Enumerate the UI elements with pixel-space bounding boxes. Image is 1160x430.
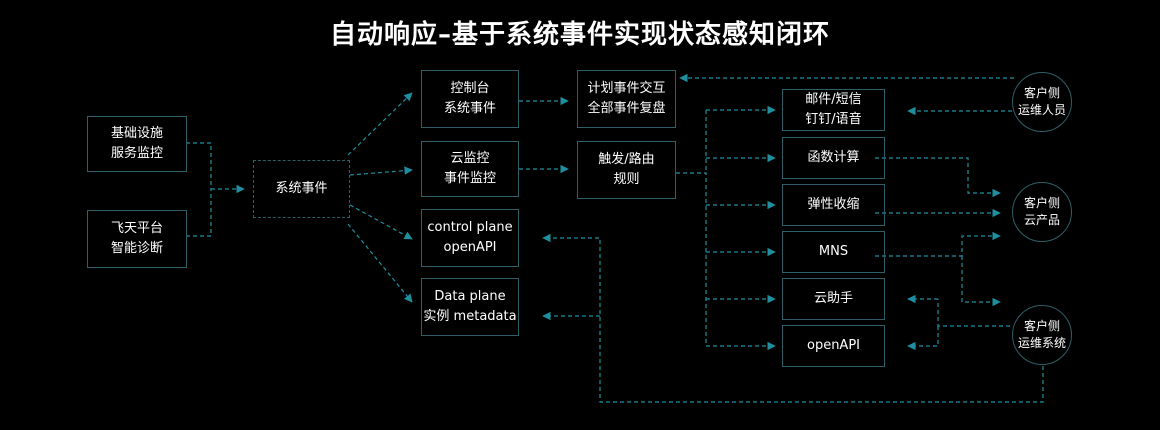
customer-product-line2: 云产品 [1023,213,1060,227]
channel-console-line1: 控制台 [450,81,490,96]
customer-ops-line1: 客户侧 [1023,86,1060,100]
customer-ops-staff: 客户侧 运维人员 [1012,72,1072,132]
channel-data-plane-line1: Data plane [434,289,506,304]
connector-mns-to-system [961,256,1001,307]
target-fc-label: 函数计算 [807,150,860,165]
connector-fc-to-product [875,157,1001,198]
channel-cloudmonitor-line2: 事件监控 [443,171,496,186]
source-feitian-line1: 飞天平台 [110,221,163,236]
source-infra-line1: 基础设施 [110,126,163,141]
diagram-title: 自动响应–基于系统事件实现状态感知闭环 [329,20,830,50]
target-mns: MNS [782,231,885,273]
connector-event-to-dataplane [347,223,413,303]
source-feitian-diagnosis: 飞天平台 智能诊断 [87,210,187,268]
system-event-label: 系统事件 [275,181,328,196]
connector-system-branch [937,299,1010,327]
channel-cloudmonitor-line1: 云监控 [450,151,490,166]
source-infra-line2: 服务监控 [110,146,163,161]
source-feitian-line2: 智能诊断 [110,241,163,256]
customer-system-line2: 运维系统 [1017,336,1066,350]
connector-event-to-console [347,92,413,156]
target-notify-line1: 邮件/短信 [805,92,862,107]
channel-console-line2: 系统事件 [443,101,496,116]
channel-console: 控制台 系统事件 [421,70,519,128]
customer-cloud-product: 客户侧 云产品 [1012,182,1072,242]
target-elastic-scaling: 弹性收缩 [782,184,885,226]
target-notify-line2: 钉钉/语音 [805,112,862,127]
connector-system-loop [542,233,1044,403]
target-openapi-label: openAPI [806,338,860,353]
target-cloud-assistant: 云助手 [782,278,885,320]
connector-rule-bus [676,172,707,346]
target-assistant-label: 云助手 [813,291,853,306]
channel-data-plane: Data plane 实例 metadata [421,278,519,336]
process-plan-events: 计划事件交互 全部事件复盘 [577,70,676,128]
target-function-compute: 函数计算 [782,137,885,179]
process-plan-line1: 计划事件交互 [587,81,666,96]
channel-cloudmonitor: 云监控 事件监控 [421,141,519,197]
target-mns-label: MNS [818,244,849,259]
process-plan-line2: 全部事件复盘 [587,101,666,116]
connector-event-to-cloudmonitor [349,166,413,176]
process-rule-line2: 规则 [613,172,640,187]
target-notify: 邮件/短信 钉钉/语音 [782,89,885,131]
connector-feitian-to-event [186,189,212,237]
channel-control-plane-line2: openAPI [443,240,497,255]
channel-control-plane-line1: control plane [427,220,513,235]
connector-infra-to-event [186,142,212,189]
target-openapi: openAPI [782,325,885,367]
target-ess-label: 弹性收缩 [807,197,860,212]
system-event-node: 系统事件 [253,160,350,218]
connector-mns-to-product [875,231,1001,257]
channel-data-plane-line2: 实例 metadata [423,309,517,324]
customer-system-line1: 客户侧 [1023,319,1060,333]
customer-product-line1: 客户侧 [1023,196,1060,210]
process-routing-rule: 触发/路由 规则 [577,141,676,199]
process-rule-line1: 触发/路由 [598,152,655,167]
channel-control-plane: control plane openAPI [421,209,519,267]
customer-ops-system: 客户侧 运维系统 [1012,305,1072,365]
connector-event-to-controlplane [349,204,413,240]
connector-system-to-openapi [907,326,939,351]
customer-ops-line2: 运维人员 [1017,103,1066,117]
source-infra-monitor: 基础设施 服务监控 [87,116,187,172]
